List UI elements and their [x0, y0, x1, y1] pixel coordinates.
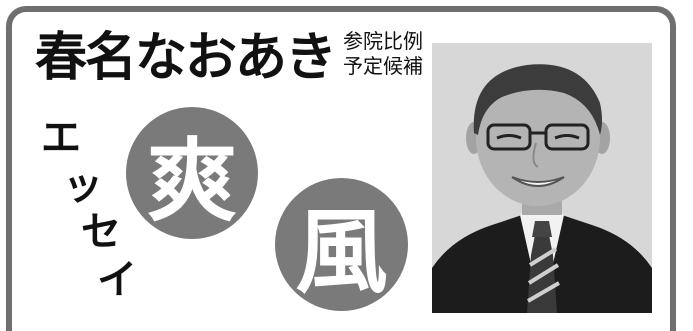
glasses-right-lens	[544, 123, 590, 151]
glasses-left-lens	[486, 123, 532, 151]
essay-label-char: イ	[97, 256, 137, 303]
candidate-name: 春名なおあき	[35, 28, 337, 88]
candidate-status: 参院比例 予定候補	[343, 29, 443, 79]
candidate-status-line-2: 予定候補	[343, 54, 423, 78]
title-char-sou: 爽	[147, 128, 237, 234]
tie-stripes	[526, 247, 561, 303]
title-disc-fuu: 風	[275, 178, 408, 311]
tie-knot	[532, 221, 552, 237]
smile-shape	[511, 176, 565, 187]
eye-left	[496, 134, 522, 140]
nose-shape	[532, 142, 539, 168]
essay-label-char: ッ	[63, 162, 103, 209]
essay-label: エ ッ セ イ	[35, 114, 137, 308]
portrait-photo	[432, 43, 652, 313]
essay-label-char: エ	[41, 114, 81, 161]
portrait-illustration	[432, 43, 652, 313]
essay-label-char: セ	[81, 208, 121, 255]
eye-right	[554, 134, 580, 140]
candidate-status-line-1: 参院比例	[343, 29, 423, 53]
face-shape	[476, 70, 600, 206]
title-disc-sou: 爽	[126, 107, 258, 239]
hair-shape	[473, 64, 602, 135]
title-char-fuu: 風	[295, 198, 388, 306]
